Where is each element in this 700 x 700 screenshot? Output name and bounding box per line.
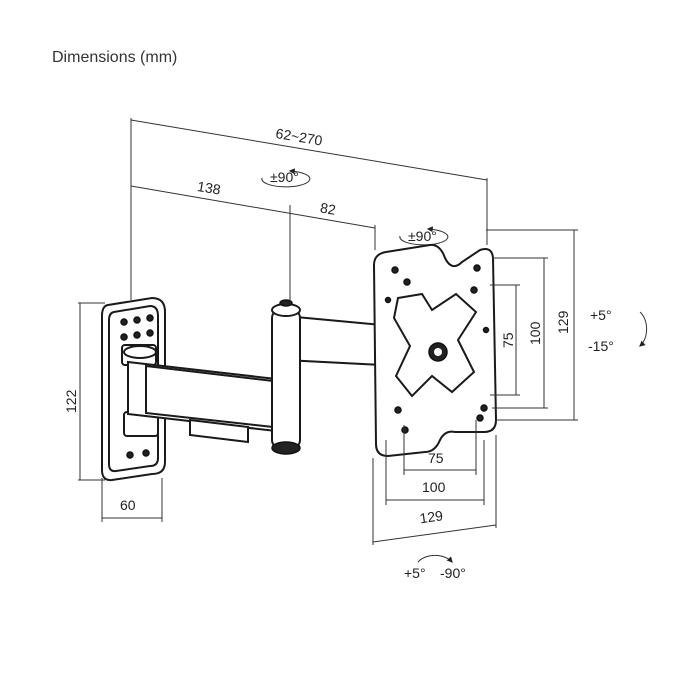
label-tilt-down: -15°: [588, 338, 614, 354]
rotation-plate-icon: ±90°: [399, 226, 449, 246]
swivel-icon: +5° -90°: [404, 554, 466, 581]
label-vesa-v-large: 129: [555, 310, 571, 334]
tilt-icon: +5° -15°: [588, 307, 648, 354]
dim-total-extension: 62~270: [130, 118, 488, 300]
label-wall-plate-height: 122: [63, 389, 79, 413]
label-arm-first: 138: [196, 178, 222, 198]
dim-arm: 138 82: [130, 178, 376, 300]
vesa-plate: [372, 243, 498, 458]
dim-vesa-vertical: 75 100 129: [486, 229, 578, 421]
label-swivel-left: +5°: [404, 565, 426, 581]
label-arm-swivel: ±90°: [270, 169, 299, 185]
label-tilt-up: +5°: [590, 307, 612, 323]
page-title: Dimensions (mm): [52, 49, 178, 66]
label-plate-rotation: ±90°: [408, 228, 437, 244]
label-arm-second: 82: [319, 199, 337, 217]
label-vesa-h-large: 129: [419, 507, 445, 526]
label-swivel-right: -90°: [440, 565, 466, 581]
label-vesa-v-medium: 100: [527, 321, 543, 345]
swing-arm: [127, 299, 383, 455]
label-wall-plate-width: 60: [120, 497, 136, 513]
label-vesa-h-small: 75: [428, 450, 444, 466]
rotation-arm-swivel-icon: ±90°: [261, 168, 311, 188]
dim-vesa-horizontal: 75 100 129: [372, 420, 497, 545]
dim-wall-plate: 122 60: [63, 302, 163, 522]
label-total-extension: 62~270: [275, 125, 324, 149]
label-vesa-v-small: 75: [500, 332, 516, 348]
label-vesa-h-medium: 100: [422, 479, 446, 495]
